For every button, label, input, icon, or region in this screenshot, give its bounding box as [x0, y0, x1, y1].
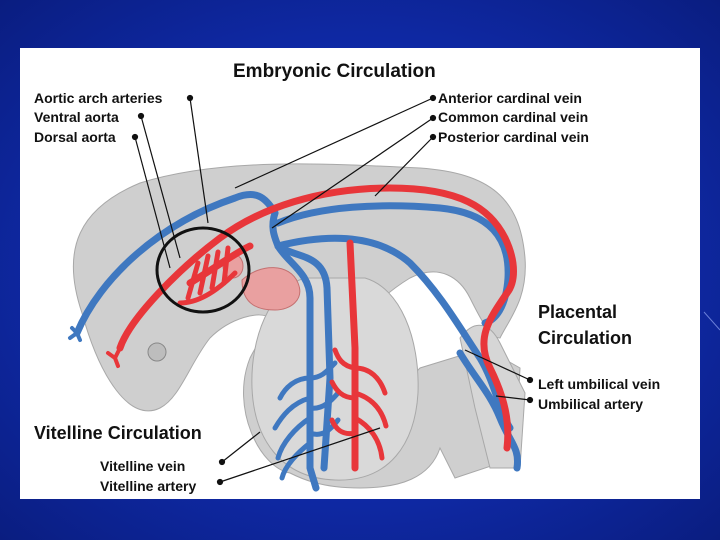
anterior-cardinal-vein-vessel	[73, 191, 279, 337]
decorative-line	[703, 311, 720, 331]
diagram-title: Embryonic Circulation	[233, 61, 436, 82]
aortic-arch-arteries-vessels	[177, 245, 238, 306]
optic-vesicle	[147, 342, 167, 362]
label-circulation: Circulation	[538, 328, 632, 348]
label-aortic-arch-arteries: Aortic arch arteries	[34, 90, 163, 106]
umbilical-vein-loop	[456, 349, 522, 472]
vitelline-artery-vessel	[346, 239, 359, 472]
label-placental: Placental	[538, 302, 617, 322]
umbilical-artery-vessel	[480, 289, 512, 452]
tail-vessels	[68, 326, 122, 368]
label-ventral-aorta: Ventral aorta	[34, 109, 119, 125]
label-posterior-cardinal-vein: Posterior cardinal vein	[438, 129, 589, 145]
ventral-aorta-vessel	[186, 242, 254, 287]
label-left-umbilical-vein: Left umbilical vein	[538, 376, 660, 392]
label-vitelline-vein: Vitelline vein	[100, 458, 185, 474]
arteries	[116, 184, 517, 472]
left-umbilical-vein-vessel	[274, 234, 514, 432]
label-vitelline-circulation: Vitelline Circulation	[34, 423, 202, 443]
label-dorsal-aorta: Dorsal aorta	[34, 129, 116, 145]
label-common-cardinal-vein: Common cardinal vein	[438, 109, 588, 125]
label-vitelline-artery: Vitelline artery	[100, 478, 196, 494]
aortic-arch-highlight-circle	[155, 226, 251, 314]
vitelline-vein-branches	[272, 360, 341, 481]
dorsal-aorta-vessel	[116, 184, 517, 352]
heart	[241, 267, 301, 311]
embryonic-circulation-diagram: Embryonic Circulation Aortic arch arteri…	[34, 61, 660, 494]
diagram-panel: Embryonic Circulation Aortic arch arteri…	[20, 48, 700, 499]
label-anterior-cardinal-vein: Anterior cardinal vein	[438, 90, 582, 106]
label-umbilical-artery: Umbilical artery	[538, 396, 643, 412]
vitelline-artery-branches	[329, 347, 389, 461]
label-pointers	[131, 94, 534, 486]
